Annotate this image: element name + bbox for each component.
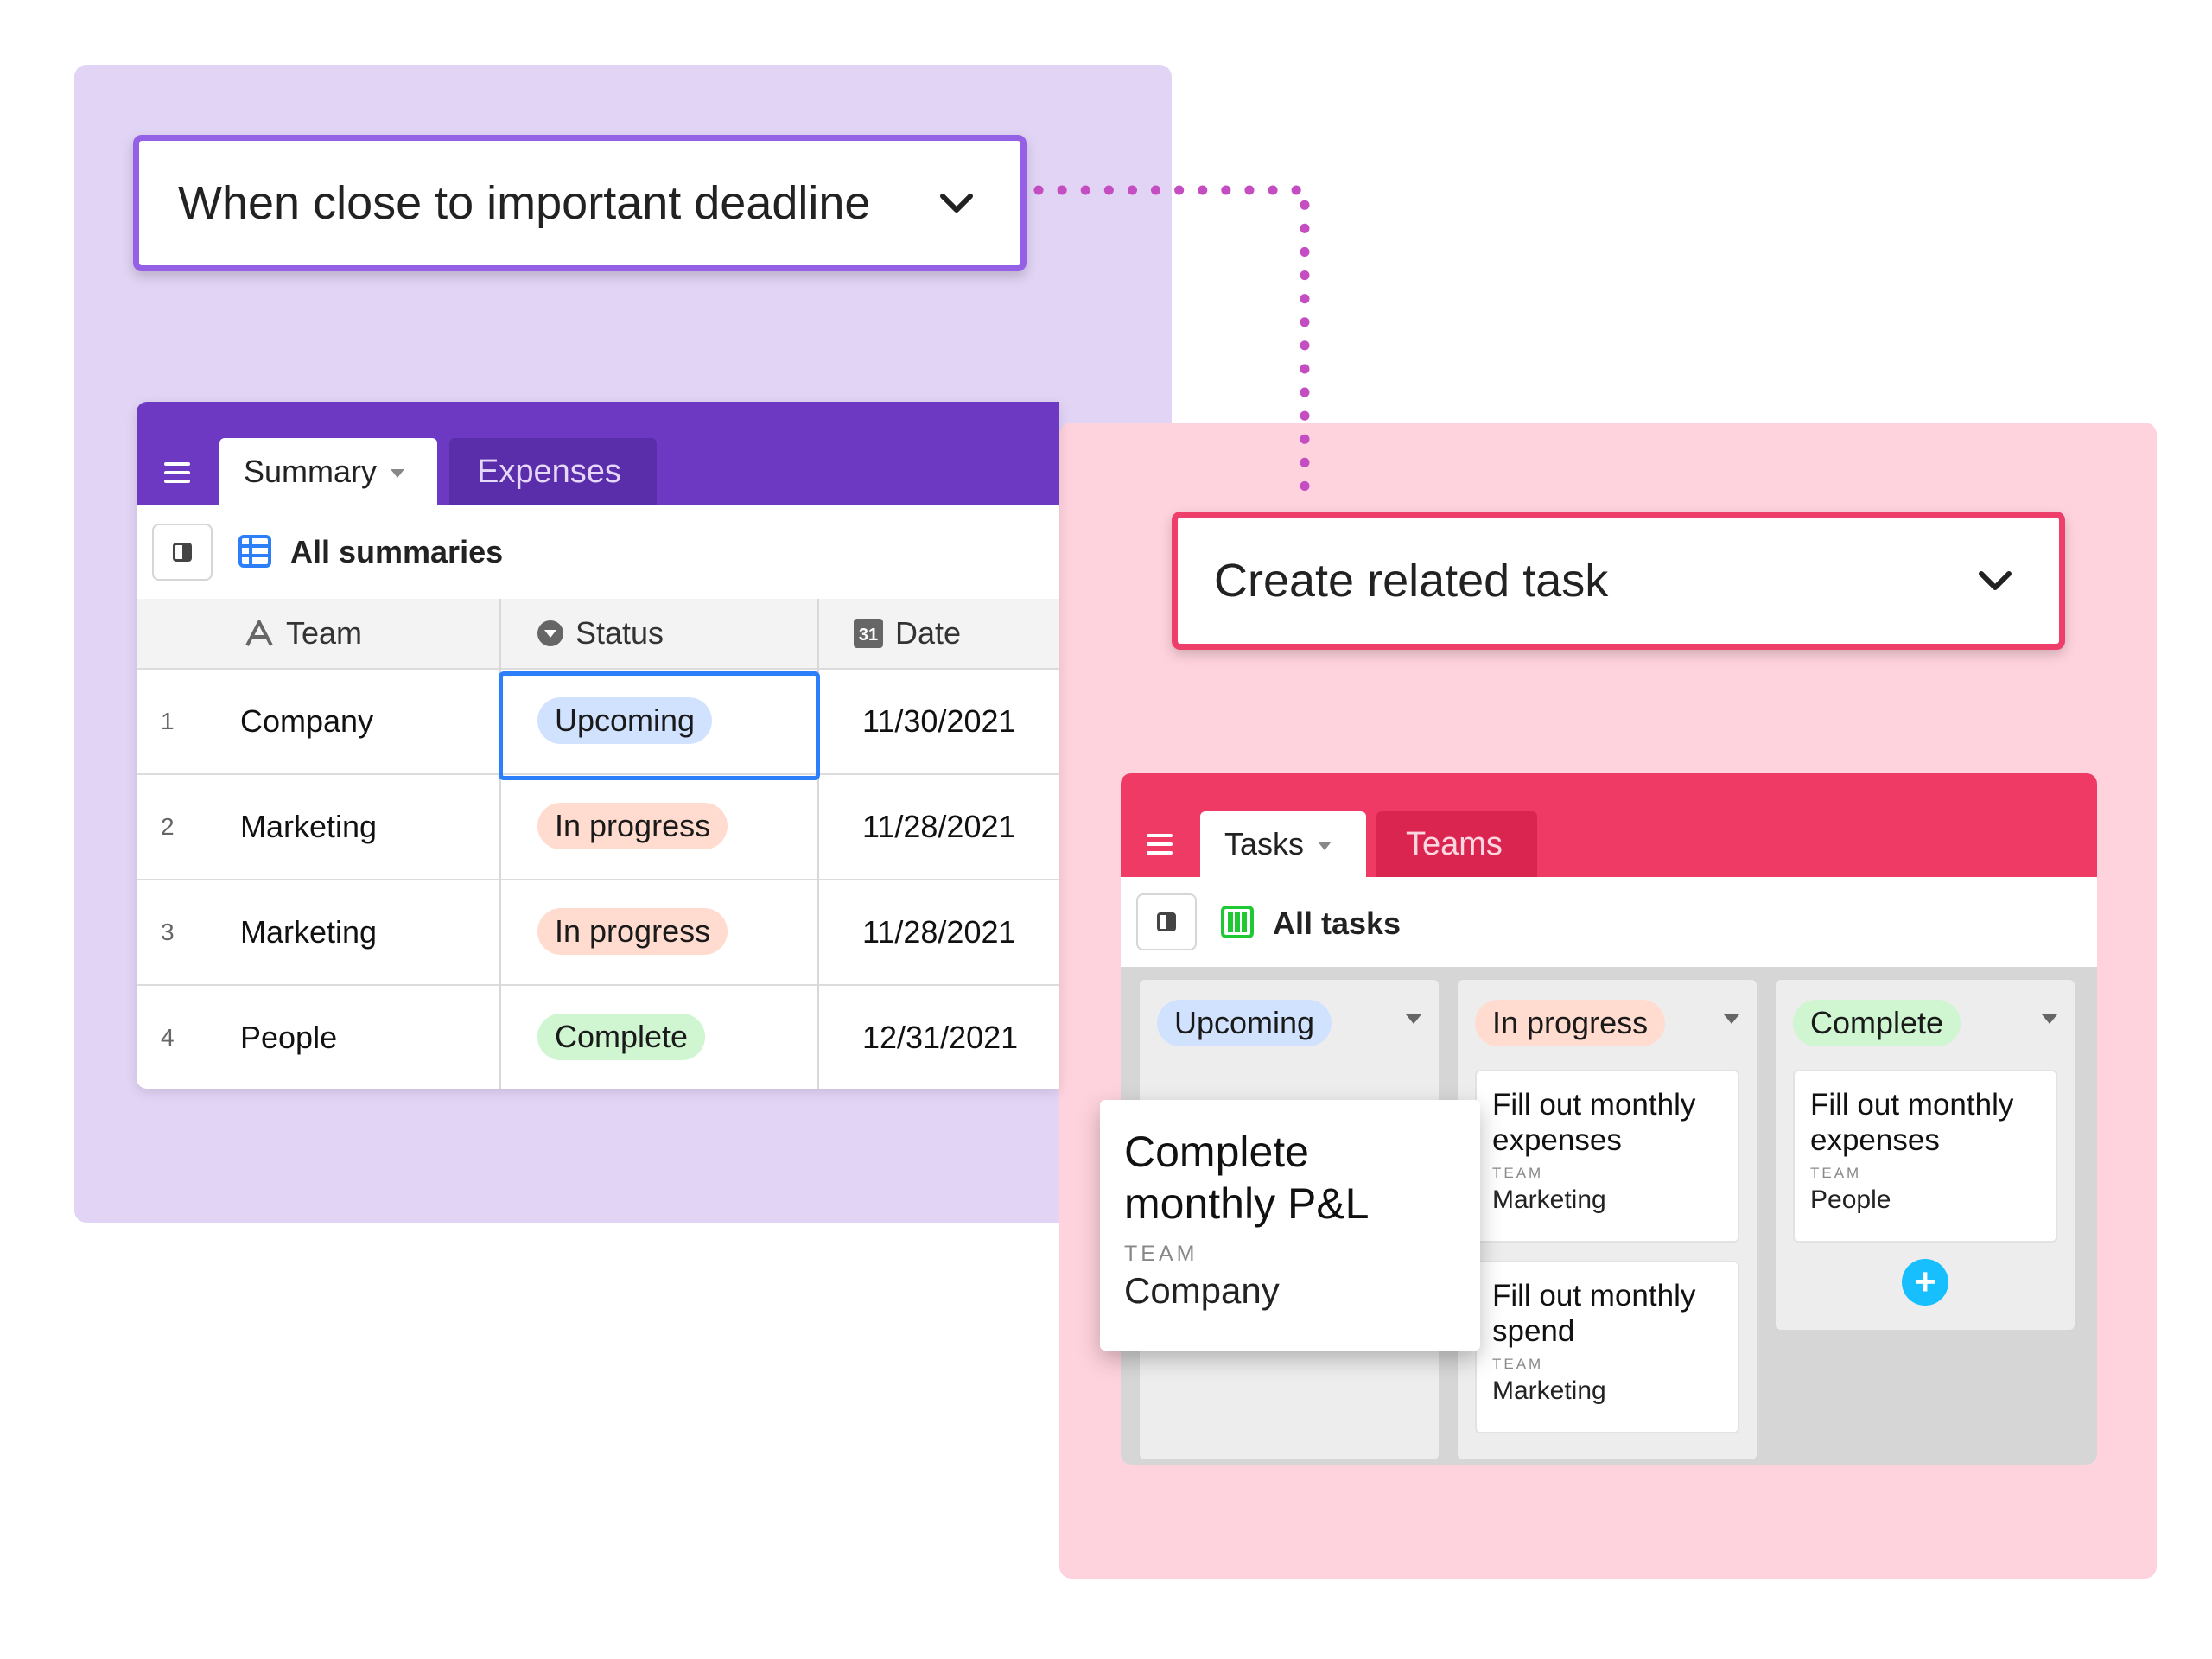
view-name[interactable]: All tasks xyxy=(1273,906,1402,941)
selected-cell-outline xyxy=(499,671,820,780)
row-number: 2 xyxy=(161,813,175,840)
kanban-view-icon xyxy=(1221,906,1254,938)
card-title: Fill out monthly expenses xyxy=(1492,1088,1696,1157)
card-field-value: People xyxy=(1810,1185,1891,1214)
card-field-value: Marketing xyxy=(1492,1376,1606,1405)
card-title: Complete monthly P&L xyxy=(1124,1128,1370,1228)
table-row[interactable]: 3 Marketing In progress 11/28/2021 xyxy=(137,880,1059,986)
action-label: Create related task xyxy=(1214,555,1609,607)
column-status-pill: In progress xyxy=(1475,1000,1666,1046)
row-number: 3 xyxy=(161,918,175,945)
tab-tasks[interactable]: Tasks xyxy=(1200,811,1366,877)
date-cell[interactable]: 11/30/2021 xyxy=(862,703,1016,739)
column-date-label: Date xyxy=(895,615,962,651)
caret-down-icon[interactable] xyxy=(2042,1014,2057,1024)
single-select-icon xyxy=(537,620,563,646)
kanban-header: Tasks Teams xyxy=(1121,773,2097,877)
view-name[interactable]: All summaries xyxy=(290,534,504,569)
caret-down-icon xyxy=(391,469,405,478)
trigger-dropdown[interactable]: When close to important deadline xyxy=(133,135,1027,271)
tab-expenses[interactable]: Expenses xyxy=(449,438,657,505)
date-cell[interactable]: 12/31/2021 xyxy=(862,1020,1019,1055)
team-cell[interactable]: Marketing xyxy=(240,809,378,844)
sidebar-toggle-icon xyxy=(173,543,192,562)
kanban-column-header[interactable]: Complete xyxy=(1776,980,2075,1058)
column-divider xyxy=(817,599,819,1089)
caret-down-icon[interactable] xyxy=(1406,1014,1421,1024)
chevron-down-icon xyxy=(940,194,973,213)
card-field-label: TEAM xyxy=(1810,1165,1862,1181)
column-status-pill: Complete xyxy=(1793,1000,1961,1046)
summary-grid-app: Summary Expenses All summaries Team Stat… xyxy=(137,402,1059,1089)
row-number: 4 xyxy=(161,1024,175,1051)
table-row[interactable]: 1 Company Upcoming 11/30/2021 xyxy=(137,670,1059,775)
sidebar-toggle-button[interactable] xyxy=(1136,893,1197,950)
kanban-column-complete: Complete Fill out monthly expenses TEAM … xyxy=(1776,980,2075,1330)
team-cell[interactable]: Company xyxy=(240,703,374,739)
date-cell[interactable]: 11/28/2021 xyxy=(862,809,1016,844)
kanban-viewbar: All tasks xyxy=(1121,877,2097,967)
tab-tasks-label: Tasks xyxy=(1224,826,1305,861)
column-team-label: Team xyxy=(286,615,363,651)
column-status-pill: Upcoming xyxy=(1157,1000,1332,1046)
menu-icon[interactable] xyxy=(164,462,190,483)
tab-expenses-label: Expenses xyxy=(477,453,621,490)
card-title: Fill out monthly expenses xyxy=(1810,1088,2014,1157)
column-status-label: Status xyxy=(575,615,664,651)
caret-down-icon[interactable] xyxy=(1724,1014,1739,1024)
sidebar-toggle-icon xyxy=(1157,912,1176,931)
kanban-column-header[interactable]: In progress xyxy=(1458,980,1757,1058)
card-field-label: TEAM xyxy=(1492,1356,1544,1372)
column-divider xyxy=(499,599,501,1089)
connector-line xyxy=(1033,185,1310,496)
action-dropdown[interactable]: Create related task xyxy=(1172,512,2065,650)
grid-view-icon xyxy=(238,535,271,568)
kanban-column-header[interactable]: Upcoming xyxy=(1140,980,1439,1058)
kanban-card[interactable]: Fill out monthly spend TEAM Marketing xyxy=(1475,1261,1739,1433)
column-header-status[interactable]: Status xyxy=(499,599,817,670)
status-pill[interactable]: Upcoming xyxy=(537,697,713,744)
chevron-down-icon xyxy=(1979,571,2012,590)
tab-teams-label: Teams xyxy=(1406,825,1503,862)
card-field-value: Marketing xyxy=(1492,1185,1606,1214)
kanban-card[interactable]: Fill out monthly expenses TEAM People xyxy=(1793,1070,2057,1243)
trigger-label: When close to important deadline xyxy=(178,177,871,229)
kanban-board: Upcoming In progress Fill out monthly ex… xyxy=(1121,967,2097,1465)
dragged-card[interactable]: Complete monthly P&L TEAM Company xyxy=(1100,1100,1480,1351)
kanban-column-in-progress: In progress Fill out monthly expenses TE… xyxy=(1458,980,1757,1459)
team-cell[interactable]: Marketing xyxy=(240,914,378,950)
kanban-card[interactable]: Fill out monthly expenses TEAM Marketing xyxy=(1475,1070,1739,1243)
row-number: 1 xyxy=(161,708,175,734)
card-field-label: TEAM xyxy=(1124,1242,1198,1266)
grid-viewbar: All summaries xyxy=(137,505,1059,601)
team-cell[interactable]: People xyxy=(240,1020,338,1055)
add-record-button[interactable]: + xyxy=(1902,1259,1948,1306)
tab-summary[interactable]: Summary xyxy=(219,438,437,505)
status-pill[interactable]: Complete xyxy=(537,1014,706,1060)
calendar-icon: 31 xyxy=(854,619,883,648)
caret-down-icon xyxy=(1318,842,1332,850)
text-field-icon xyxy=(245,620,273,646)
card-field-value: Company xyxy=(1124,1270,1280,1311)
sidebar-toggle-button[interactable] xyxy=(152,524,213,581)
grid-header: Summary Expenses xyxy=(137,402,1059,505)
status-pill[interactable]: In progress xyxy=(537,908,728,955)
date-cell[interactable]: 11/28/2021 xyxy=(862,914,1016,950)
column-header-team[interactable]: Team xyxy=(137,599,499,670)
status-pill[interactable]: In progress xyxy=(537,803,728,849)
tab-teams[interactable]: Teams xyxy=(1376,811,1537,877)
card-field-label: TEAM xyxy=(1492,1165,1544,1181)
menu-icon[interactable] xyxy=(1147,834,1173,855)
table-row[interactable]: 2 Marketing In progress 11/28/2021 xyxy=(137,775,1059,880)
column-header-date[interactable]: 31 Date xyxy=(817,599,1059,670)
table-row[interactable]: 4 People Complete 12/31/2021 xyxy=(137,986,1059,1089)
tab-summary-label: Summary xyxy=(244,454,378,489)
card-title: Fill out monthly spend xyxy=(1492,1279,1696,1348)
